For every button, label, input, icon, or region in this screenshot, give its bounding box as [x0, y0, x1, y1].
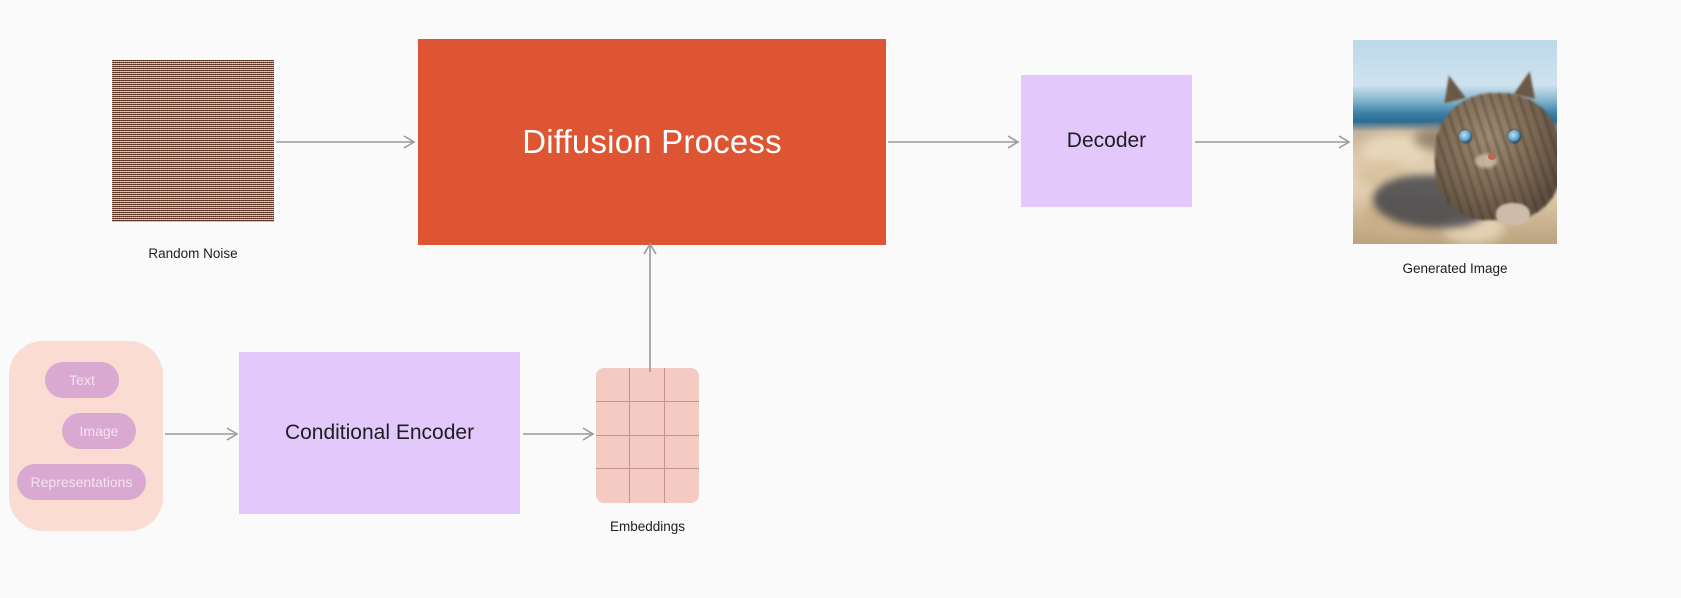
- embedding-cell: [664, 402, 699, 436]
- diffusion-process-label: Diffusion Process: [522, 123, 782, 160]
- random-noise-caption: Random Noise: [148, 246, 238, 261]
- connector-diffusion-to-decoder: [888, 134, 1024, 150]
- embeddings-grid[interactable]: [596, 368, 699, 503]
- embedding-cell: [596, 368, 631, 402]
- generated-image-thumbnail[interactable]: [1353, 40, 1557, 244]
- embeddings-caption: Embeddings: [609, 519, 686, 534]
- embedding-cell: [664, 368, 699, 402]
- embedding-cell: [630, 401, 665, 436]
- embedding-cell: [596, 401, 631, 436]
- embedding-cell: [596, 435, 631, 470]
- input-pill-image-label: Image: [79, 423, 119, 439]
- embedding-cell: [630, 435, 665, 470]
- input-pill-representations-label: Representations: [30, 474, 133, 490]
- input-pill-image[interactable]: Image: [62, 413, 136, 449]
- noise-texture-icon: [112, 60, 274, 222]
- conditional-encoder-box[interactable]: Conditional Encoder: [239, 352, 520, 514]
- diffusion-process-box[interactable]: Diffusion Process: [418, 39, 886, 245]
- connector-embeddings-to-diffusion: [640, 240, 660, 372]
- connector-inputs-to-encoder: [165, 426, 243, 442]
- input-pill-text[interactable]: Text: [45, 362, 119, 398]
- embedding-cell: [630, 469, 665, 503]
- input-pill-representations[interactable]: Representations: [17, 464, 146, 500]
- decoder-box[interactable]: Decoder: [1021, 75, 1192, 207]
- embedding-cell: [596, 469, 631, 503]
- embedding-cell: [664, 436, 699, 470]
- connector-decoder-to-image: [1195, 134, 1355, 150]
- embedding-cell: [665, 469, 699, 503]
- conditional-encoder-label: Conditional Encoder: [284, 421, 475, 444]
- generated-image-caption: Generated Image: [1402, 261, 1508, 276]
- embedding-cell: [630, 368, 665, 402]
- kitten-on-beach-icon: [1353, 40, 1557, 244]
- connector-noise-to-diffusion: [276, 134, 420, 150]
- connector-encoder-to-embeddings: [523, 426, 599, 442]
- input-pill-text-label: Text: [69, 372, 95, 388]
- random-noise-swatch[interactable]: [112, 60, 274, 222]
- decoder-label: Decoder: [1066, 129, 1147, 152]
